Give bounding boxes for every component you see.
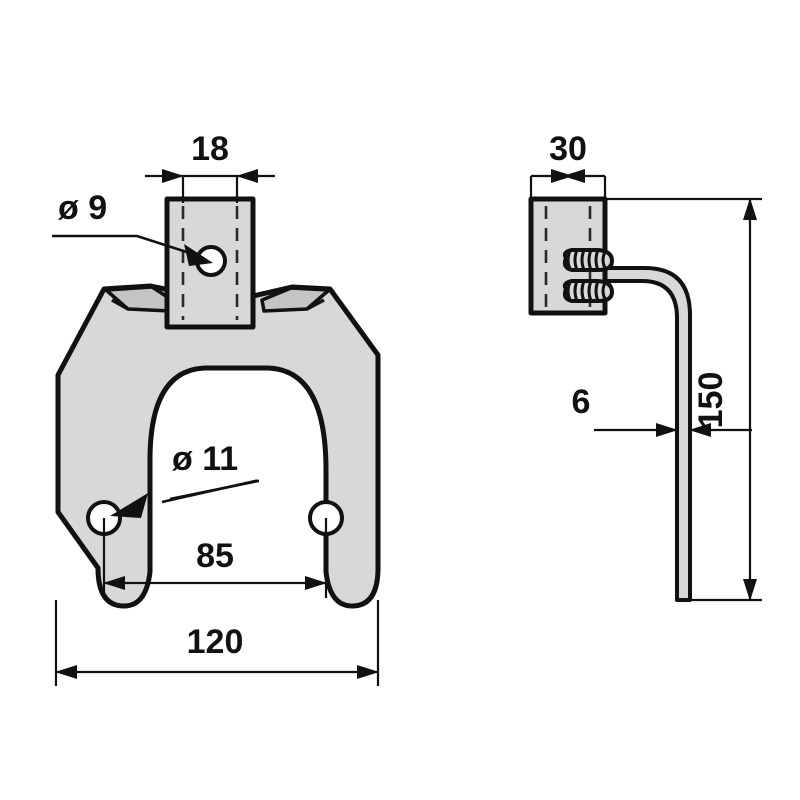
weld-bead-upper [562,248,615,272]
dim-9-arrowhead [184,244,213,266]
front-view-group: 18 ø 9 ø 11 [52,130,381,686]
bent-arm [584,266,692,602]
dimension-120: 120 [54,600,380,686]
side-view-group: 30 6 150 [528,130,762,602]
dim-6-label: 6 [572,383,591,421]
callout-diameter-9: ø 9 [52,189,213,266]
weld-bead-lower [562,279,615,303]
dim-11-label: ø 11 [172,440,238,478]
dimension-30: 30 [529,130,607,203]
dim-30-label: 30 [549,130,587,168]
dim-120-label: 120 [187,623,244,661]
dimension-18: 18 [145,130,275,203]
dim-9-label: ø 9 [58,189,107,227]
dimension-85: 85 [102,518,328,598]
dimension-6: 6 [572,383,752,437]
dim-150-label: 150 [692,372,730,429]
bracket-shoulder-edge-right [306,298,325,311]
bracket-shoulder-edge-left [111,298,129,311]
bracket-body-outline [55,283,381,609]
dim-11-arrowhead [110,493,148,518]
dim-18-label: 18 [191,130,229,168]
dim-85-label: 85 [196,537,234,575]
dim-9-leader [52,234,197,257]
dim-11-leader-flat [169,479,259,501]
dimension-150: 150 [600,197,762,602]
callout-diameter-11: ø 11 [110,440,259,518]
